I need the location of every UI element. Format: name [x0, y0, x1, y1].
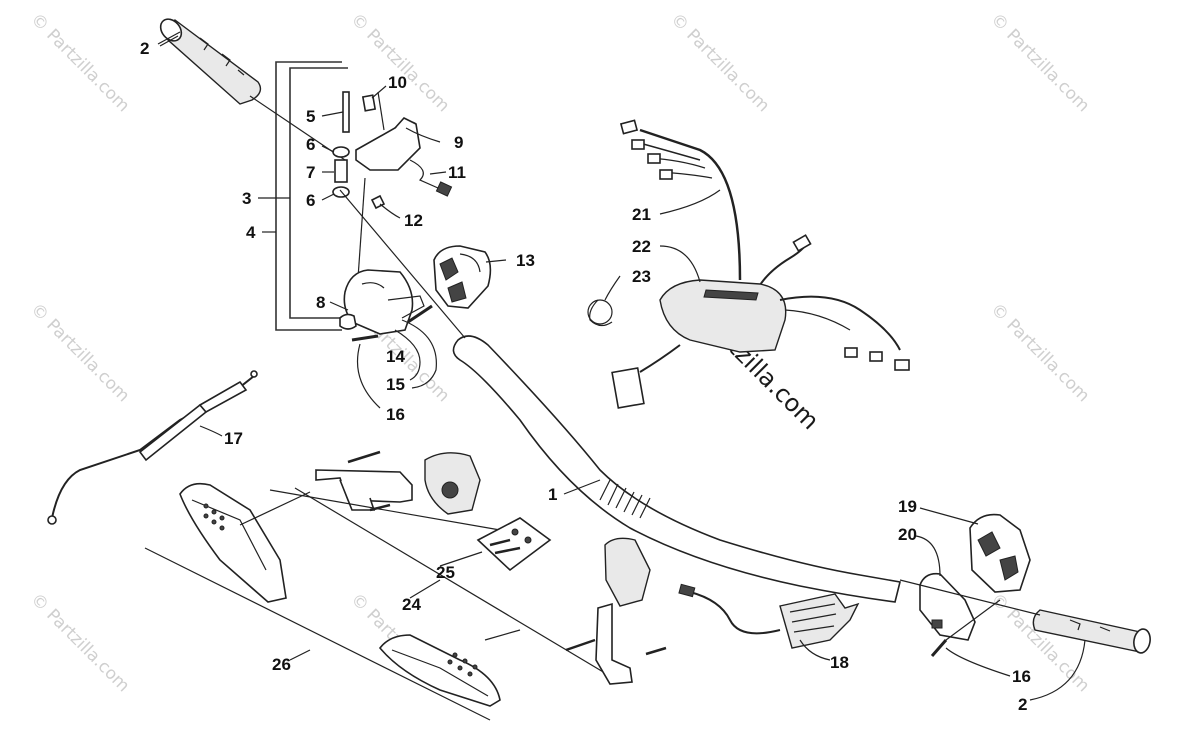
callout-11: 11: [448, 163, 466, 182]
callout-24: 24: [402, 595, 421, 614]
left-grip: [157, 18, 346, 161]
throttle-cable: [47, 370, 258, 525]
throttle-assembly: [332, 91, 453, 279]
switch-13: [433, 245, 492, 309]
wiring-harness: [587, 119, 910, 409]
callout-20: 20: [898, 525, 917, 544]
handlebar: [339, 189, 901, 603]
callout-2: 2: [140, 39, 149, 58]
callout-16: 16: [386, 405, 405, 424]
callout-4: 4: [246, 223, 256, 242]
callout-7: 7: [306, 163, 315, 182]
callout-5: 5: [306, 107, 315, 126]
callout-8: 8: [316, 293, 325, 312]
callout-14: 14: [386, 347, 405, 366]
callout-15: 15: [386, 375, 405, 394]
callout-6-lower: 6: [306, 191, 315, 210]
switch-housing-8: [339, 269, 425, 335]
right-grip: [899, 579, 1151, 654]
callout-19: 19: [898, 497, 917, 516]
watermark: © Partzilla.com: [26, 299, 133, 406]
callout-9: 9: [454, 133, 463, 152]
callout-25: 25: [436, 563, 455, 582]
handguard-26: [179, 482, 501, 707]
callout-13: 13: [516, 251, 535, 270]
callout-22: 22: [632, 237, 651, 256]
watermark: © Partzilla.com: [986, 9, 1093, 116]
callout-1: 1: [548, 485, 557, 504]
callout-21: 21: [632, 205, 651, 224]
callout-23: 23: [632, 267, 651, 286]
watermark: © Partzilla.com: [26, 589, 133, 696]
watermark: © Partzilla.com: [986, 299, 1093, 406]
watermark: © Partzilla.com: [666, 9, 773, 116]
heater-element-18: [678, 583, 860, 649]
callout-26: 26: [272, 655, 291, 674]
group-brackets: [258, 61, 348, 331]
leader-lines: [159, 35, 1086, 701]
switch-housing-19: [969, 513, 1031, 593]
callout-17: 17: [224, 429, 243, 448]
screw-right: [930, 599, 1001, 657]
watermark: © Partzilla.com: [26, 9, 133, 116]
hardware-kit-25: [476, 517, 552, 572]
handguard-mount-left: [315, 450, 481, 515]
watermark: © Partzilla.com: [346, 9, 453, 116]
callout-3: 3: [242, 189, 251, 208]
callout-18: 18: [830, 653, 849, 672]
switch-cover-20: [919, 572, 976, 641]
callout-6: 6: [306, 135, 315, 154]
pin: [342, 91, 350, 133]
group-lines-lower: [144, 487, 621, 721]
callout-labels: 2 5 6 7 6 3 4 10 9 11 12 13 8 14 15 16 1…: [140, 39, 1031, 714]
callout-2-right: 2: [1018, 695, 1027, 714]
screws-left: [351, 304, 437, 409]
callout-10: 10: [388, 73, 407, 92]
handguard-mount-right: [565, 537, 667, 685]
callout-12: 12: [404, 211, 423, 230]
callout-16-right: 16: [1012, 667, 1031, 686]
